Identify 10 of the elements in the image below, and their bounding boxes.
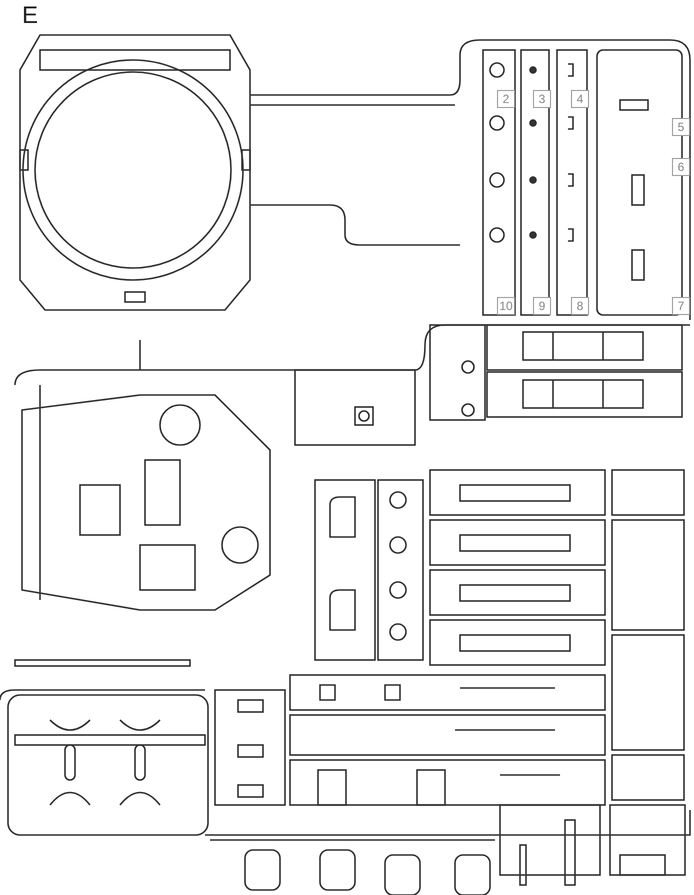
part-number: 8 bbox=[571, 297, 589, 315]
part-number: 3 bbox=[533, 90, 551, 108]
part-number: 4 bbox=[571, 90, 589, 108]
part-number: 10 bbox=[497, 297, 515, 315]
sprue-letter: E bbox=[22, 2, 38, 30]
part-number: 2 bbox=[497, 90, 515, 108]
part-number: 6 bbox=[672, 158, 690, 176]
part-number: 5 bbox=[672, 118, 690, 136]
part-number: 9 bbox=[533, 297, 551, 315]
part-number: 7 bbox=[672, 297, 690, 315]
